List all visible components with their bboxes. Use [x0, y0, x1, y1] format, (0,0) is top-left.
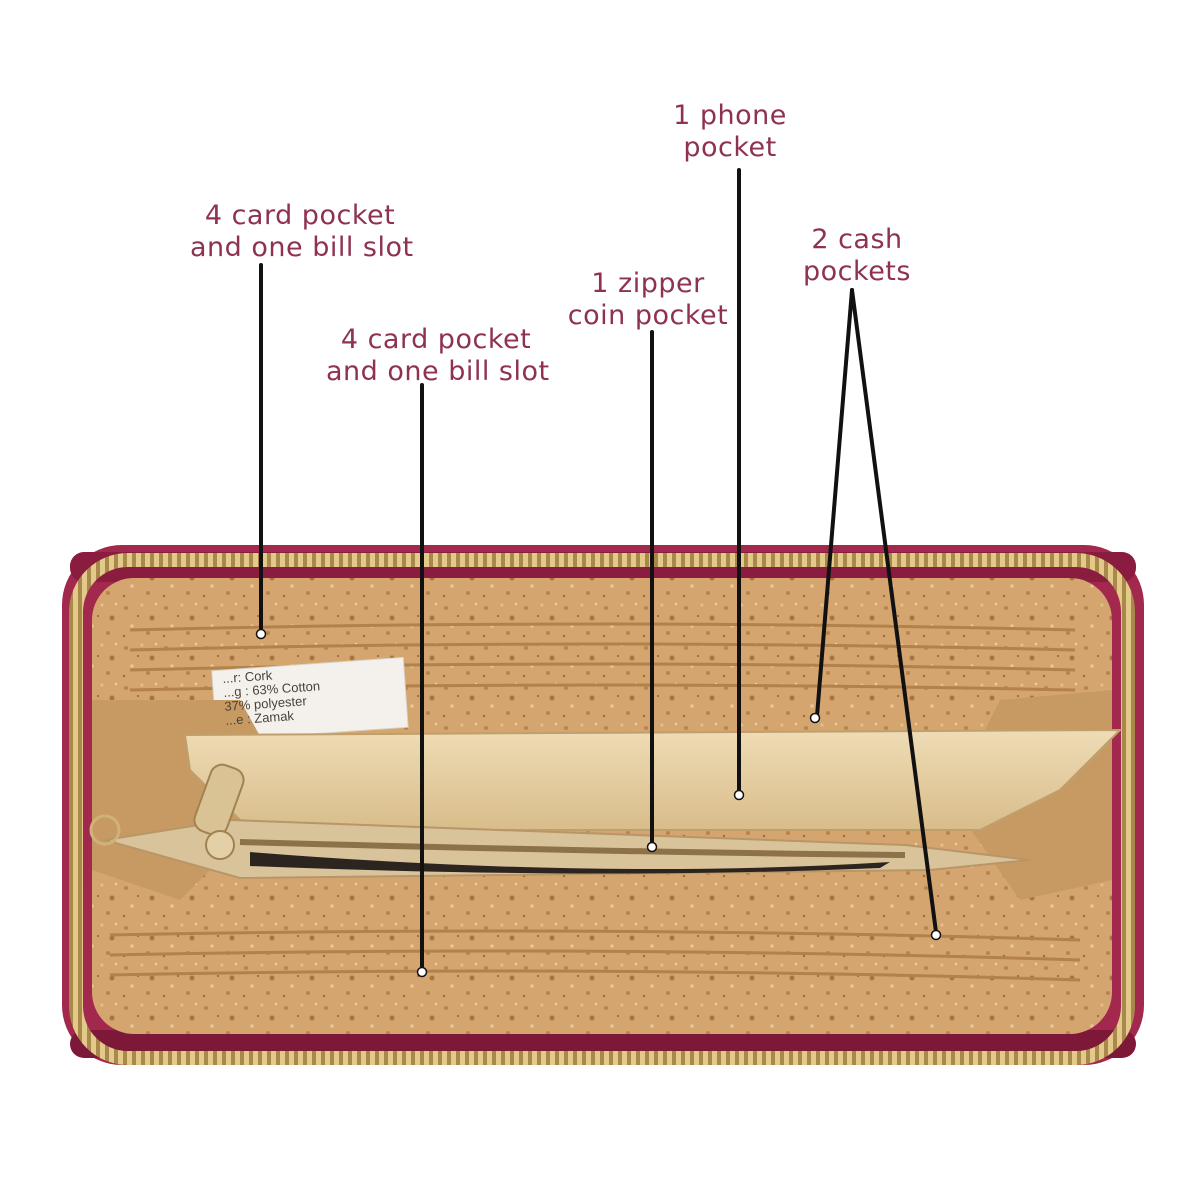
- callout-phone-pocket: 1 phone pocket: [660, 100, 800, 164]
- callout-card-pocket-top: 4 card pocket and one bill slot: [190, 200, 414, 264]
- zipper-track: [69, 553, 1135, 1065]
- pointer-cash-b: [850, 288, 938, 934]
- callout-line: pockets: [803, 256, 911, 287]
- callout-line: pocket: [683, 132, 777, 163]
- pointer-lines: [259, 168, 938, 972]
- pointer-cash-a: [815, 288, 854, 718]
- callout-zipper-coin-pocket: 1 zipper coin pocket: [560, 268, 736, 332]
- key-ring: [89, 814, 121, 846]
- callout-line: 4 card pocket: [204, 200, 396, 231]
- callout-line: 4 card pocket: [340, 324, 532, 355]
- callout-line: coin pocket: [567, 300, 729, 331]
- zipper-pull: [193, 763, 245, 860]
- callout-line: 2 cash: [811, 224, 903, 255]
- pointer-dots: [255, 628, 942, 978]
- callout-line: 1 zipper: [591, 268, 705, 299]
- callout-line: and one bill slot: [326, 356, 550, 387]
- callout-cash-pockets: 2 cash pockets: [790, 224, 924, 288]
- callout-card-pocket-bottom: 4 card pocket and one bill slot: [326, 324, 550, 388]
- callout-line: and one bill slot: [190, 232, 414, 263]
- callout-line: 1 phone: [673, 100, 787, 131]
